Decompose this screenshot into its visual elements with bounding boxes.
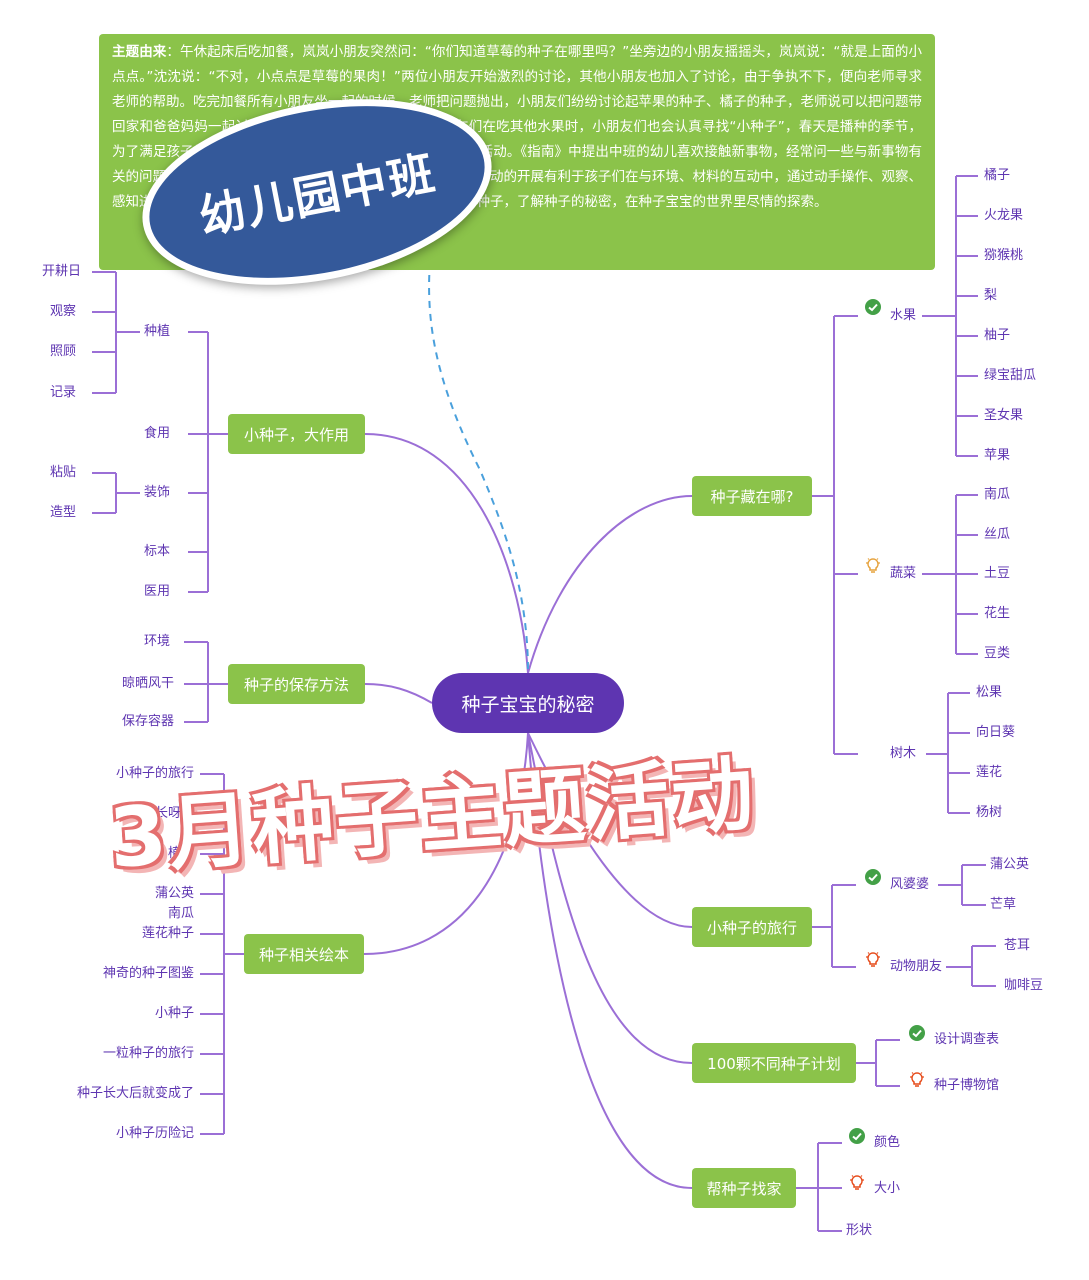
leaf-plant-item[interactable]: 记录 [50, 385, 77, 400]
leaf-plant-item[interactable]: 开耕日 [42, 264, 82, 279]
leaf-fruit-item[interactable]: 苹果 [984, 448, 1011, 463]
check-circle-icon [909, 1025, 925, 1041]
check-circle-icon [849, 1128, 865, 1144]
light-bulb-icon [850, 1175, 864, 1190]
leaf-book[interactable]: 蒲公英 [154, 886, 194, 901]
leaf-plant-item[interactable]: 观察 [50, 304, 77, 319]
leaf-storage-item[interactable]: 晾晒风干 [122, 676, 175, 691]
leaf-animal-item[interactable]: 苍耳 [1004, 938, 1031, 953]
leaf-fruit-item[interactable]: 橘子 [984, 168, 1011, 183]
node-seed-storage[interactable]: 种子的保存方法 [228, 664, 365, 704]
node-100-seeds-plan[interactable]: 100颗不同种子计划 [692, 1043, 856, 1083]
leaf-storage-item[interactable]: 环境 [144, 634, 171, 649]
leaf-fruit-item[interactable]: 火龙果 [984, 208, 1024, 223]
leaf-veg-item[interactable]: 丝瓜 [984, 527, 1011, 542]
leaf-veg-item[interactable]: 豆类 [984, 646, 1011, 661]
leaf-fruit-item[interactable]: 绿宝甜瓜 [984, 368, 1037, 383]
leaf-veg[interactable]: 蔬菜 [890, 566, 917, 581]
check-circle-icon [865, 869, 881, 885]
leaf-fruit-item[interactable]: 梨 [984, 288, 998, 303]
node-find-seed-home[interactable]: 帮种子找家 [692, 1168, 796, 1208]
leaf-decor-item[interactable]: 粘贴 [50, 465, 77, 480]
leaf-book[interactable]: 小种子 [154, 1006, 194, 1021]
leaf-animal-item[interactable]: 咖啡豆 [1004, 978, 1044, 993]
leaf-book[interactable]: 小种子的旅行 [115, 766, 194, 781]
node-small-seed-big-use[interactable]: 小种子，大作用 [228, 414, 365, 454]
leaf-book[interactable]: 莲花种子 [141, 926, 194, 941]
leaf-book[interactable]: 种子长大后就变成了 [76, 1086, 194, 1101]
badge-text: 幼儿园中班 [194, 145, 441, 245]
leaf-storage-item[interactable]: 保存容器 [122, 714, 175, 729]
leaf-wind-item[interactable]: 蒲公英 [990, 857, 1030, 872]
leaf-book[interactable]: 一粒种子的旅行 [102, 1046, 194, 1061]
light-bulb-icon [866, 952, 880, 967]
node-seed-travel[interactable]: 小种子的旅行 [692, 907, 812, 947]
leaf-tree-item[interactable]: 杨树 [976, 805, 1003, 820]
node-where-seeds-hide[interactable]: 种子藏在哪? [692, 476, 812, 516]
leaf-book[interactable]: 神奇的种子图鉴 [102, 966, 194, 981]
leaf-tree-item[interactable]: 松果 [976, 685, 1003, 700]
leaf-plan-item[interactable]: 种子博物馆 [934, 1078, 1000, 1093]
leaf-veg-item[interactable]: 南瓜 [984, 487, 1011, 502]
leaf-decor-item[interactable]: 造型 [50, 505, 77, 520]
leaf-plant[interactable]: 种植 [144, 324, 171, 339]
leaf-wind[interactable]: 风婆婆 [890, 877, 930, 892]
leaf-book[interactable]: 植物 [167, 846, 194, 861]
leaf-animal[interactable]: 动物朋友 [890, 959, 943, 974]
leaf-fruit-item[interactable]: 猕猴桃 [984, 248, 1024, 263]
theme-origin-lead: 主题由来 [112, 44, 167, 60]
leaf-fruit[interactable]: 水果 [890, 308, 917, 323]
leaf-book[interactable]: 小种子历险记 [115, 1126, 194, 1141]
light-bulb-icon [910, 1072, 924, 1087]
leaf-food[interactable]: 食用 [144, 426, 171, 441]
leaf-medicine[interactable]: 医用 [144, 584, 171, 599]
leaf-book[interactable]: 南瓜 [167, 906, 194, 921]
leaf-specimen[interactable]: 标本 [144, 544, 171, 559]
leaf-tree-item[interactable]: 莲花 [976, 765, 1003, 780]
leaf-home-item[interactable]: 大小 [874, 1181, 901, 1196]
leaf-plan-item[interactable]: 设计调查表 [934, 1032, 1000, 1047]
leaf-plant-item[interactable]: 照顾 [50, 344, 77, 359]
leaf-fruit-item[interactable]: 柚子 [984, 328, 1011, 343]
leaf-tree-item[interactable]: 向日葵 [976, 725, 1016, 740]
leaf-fruit-item[interactable]: 圣女果 [984, 408, 1024, 423]
leaf-home-item[interactable]: 颜色 [874, 1135, 901, 1150]
leaf-home-item[interactable]: 形状 [846, 1223, 873, 1238]
leaf-book[interactable]: 长呀长 [154, 806, 194, 821]
node-seed-books[interactable]: 种子相关绘本 [244, 934, 364, 974]
light-bulb-icon [866, 558, 880, 573]
leaf-decor[interactable]: 装饰 [144, 485, 171, 500]
leaf-veg-item[interactable]: 花生 [984, 606, 1011, 621]
check-circle-icon [865, 299, 881, 315]
central-topic[interactable]: 种子宝宝的秘密 [432, 673, 624, 733]
leaf-wind-item[interactable]: 芒草 [990, 897, 1017, 912]
leaf-veg-item[interactable]: 土豆 [984, 566, 1011, 581]
leaf-tree[interactable]: 树木 [890, 746, 917, 761]
